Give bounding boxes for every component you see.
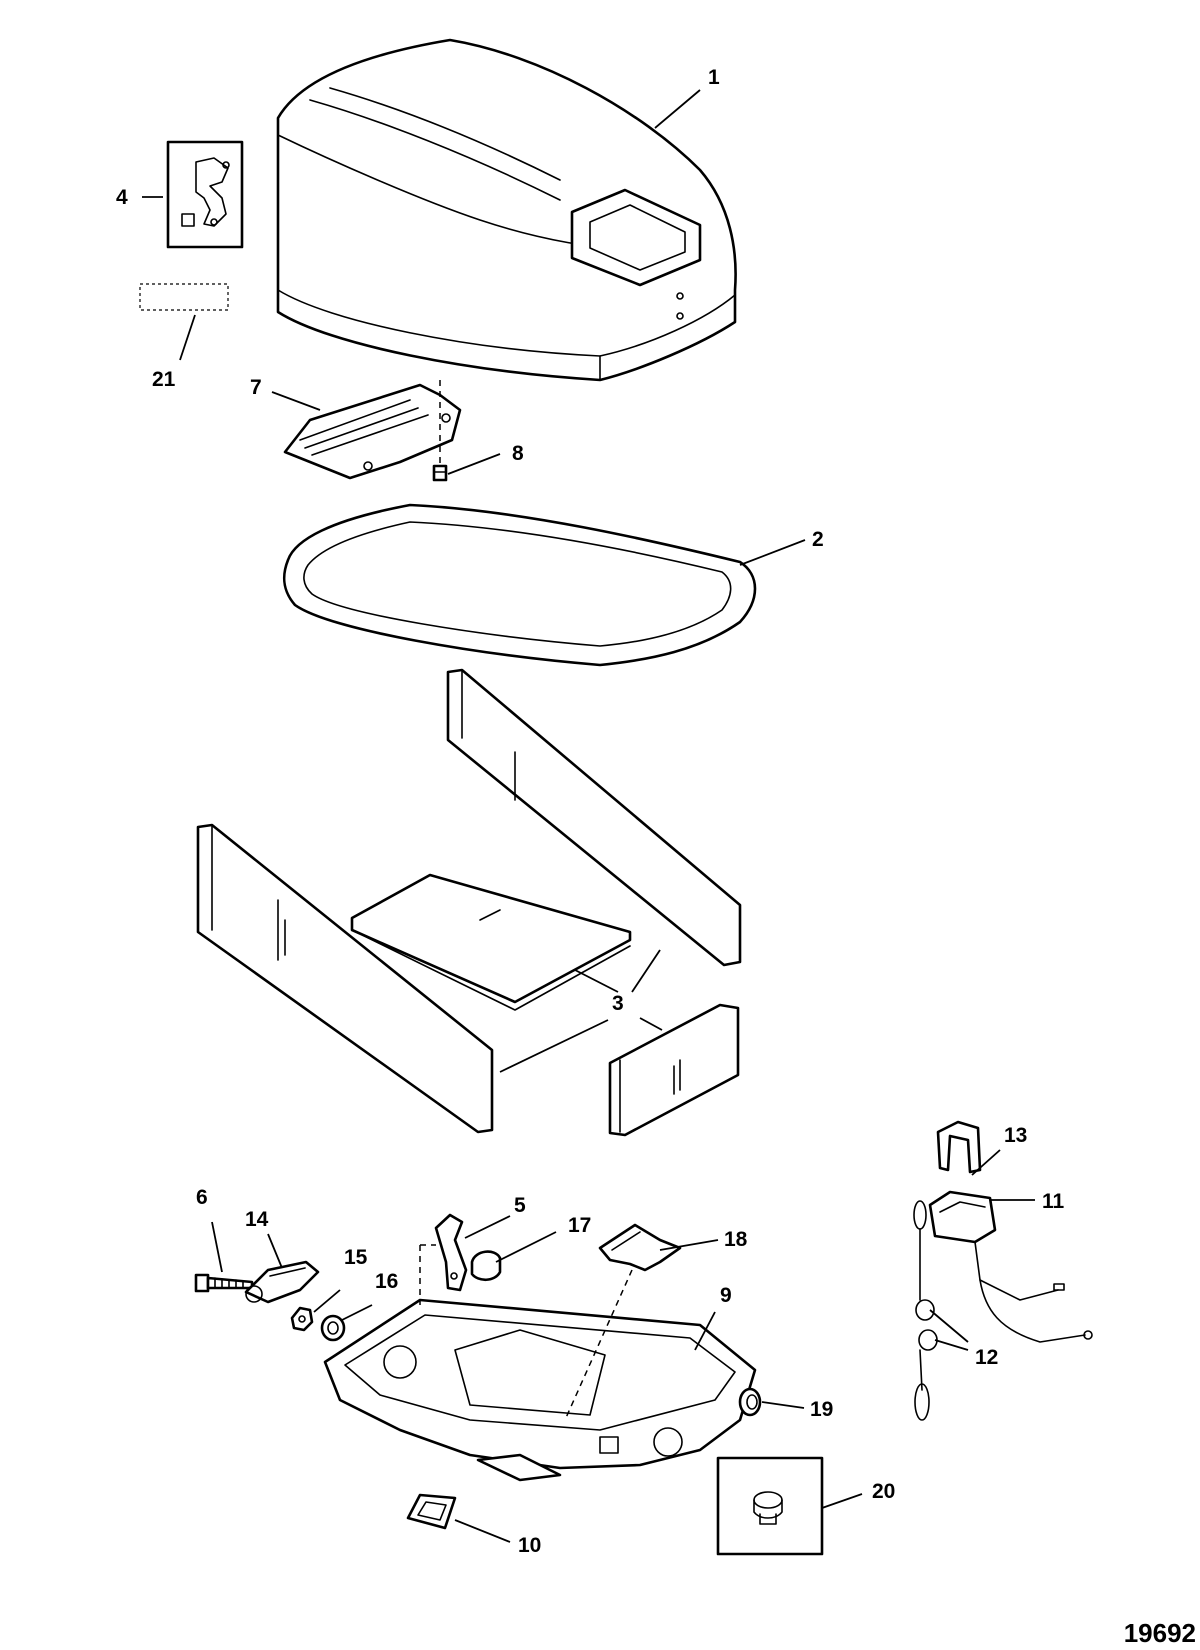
rear-latch-bracket — [283, 383, 462, 480]
bolt — [194, 1273, 254, 1293]
lanyard — [913, 1200, 938, 1421]
top-cowl — [276, 38, 737, 382]
hook-latch — [419, 1213, 468, 1305]
callout-5: 5 — [514, 1194, 526, 1217]
cowl-latch-kit — [166, 140, 244, 249]
callout-13: 13 — [1004, 1124, 1027, 1147]
callout-2: 2 — [812, 528, 824, 551]
bottom-cowl — [323, 1298, 757, 1482]
cowl-seal — [282, 503, 757, 667]
bushing — [470, 1250, 502, 1282]
callout-labels: 1 2 3 4 5 6 7 8 9 10 11 12 13 14 15 16 1… — [116, 66, 1065, 1557]
screw — [432, 380, 448, 482]
callout-10: 10 — [518, 1534, 541, 1557]
callout-20: 20 — [872, 1480, 895, 1503]
nut — [290, 1306, 314, 1332]
callout-1: 1 — [708, 66, 720, 89]
callout-6: 6 — [196, 1186, 208, 1209]
callout-14: 14 — [245, 1208, 269, 1231]
callout-9: 9 — [720, 1284, 732, 1307]
callout-7: 7 — [250, 376, 262, 399]
callout-3: 3 — [612, 992, 624, 1015]
figure-number: 19692 — [1124, 1618, 1196, 1648]
callout-16: 16 — [375, 1270, 398, 1293]
callout-12: 12 — [975, 1346, 998, 1369]
grommet-pad — [406, 1493, 457, 1530]
callout-21: 21 — [152, 368, 176, 391]
callout-17: 17 — [568, 1214, 591, 1237]
latch-clip — [564, 1223, 682, 1421]
washer — [320, 1314, 346, 1342]
drain-plug-kit — [716, 1456, 824, 1556]
callout-18: 18 — [724, 1228, 748, 1251]
insulation-panels — [196, 668, 742, 1137]
callout-15: 15 — [344, 1246, 368, 1269]
stop-switch — [928, 1190, 1093, 1343]
callout-11: 11 — [1042, 1190, 1065, 1213]
callout-4: 4 — [116, 186, 128, 209]
switch-cap — [936, 1120, 982, 1174]
decal-outline — [139, 283, 229, 311]
grommet — [738, 1387, 762, 1417]
callout-8: 8 — [512, 442, 524, 465]
leader-lines — [142, 89, 1035, 1543]
callout-19: 19 — [810, 1398, 833, 1421]
latch-lever — [244, 1260, 320, 1304]
